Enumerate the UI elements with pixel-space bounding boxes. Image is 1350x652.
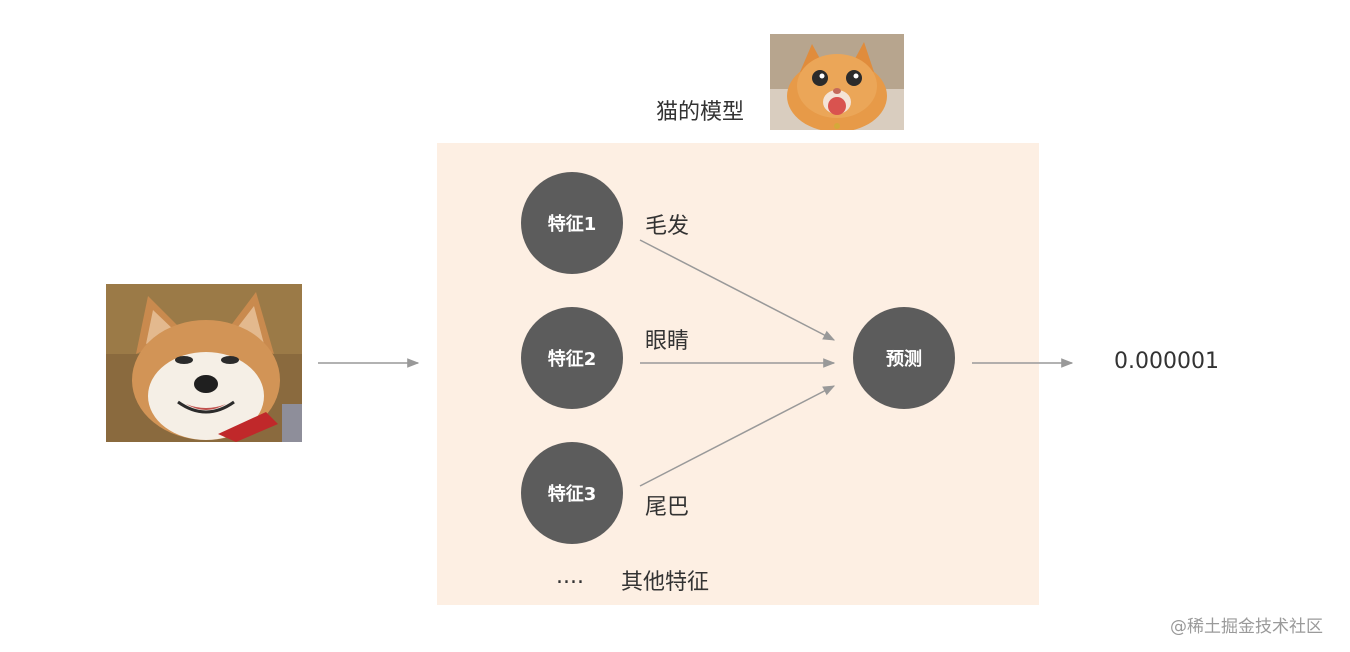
more-features-label: 其他特征: [621, 570, 710, 595]
cat-photo-icon: [770, 34, 904, 130]
feature-label-3: 尾巴: [645, 495, 690, 520]
dog-photo-icon: [106, 284, 302, 442]
feature3-arrow: [639, 385, 836, 487]
feature-label-1: 毛发: [645, 214, 690, 239]
feature-node-1: 特征1: [521, 172, 623, 274]
feature1-arrow: [639, 239, 836, 341]
predict-node: 预测: [853, 307, 955, 409]
feature-label-2: 眼睛: [645, 329, 690, 354]
watermark: @稀土掘金技术社区: [1170, 617, 1323, 637]
output-value: 0.000001: [1114, 349, 1219, 374]
more-features-dots: ....: [556, 564, 584, 589]
model-title: 猫的模型: [656, 100, 745, 125]
cat-image: [770, 34, 904, 130]
feature-node-3: 特征3: [521, 442, 623, 544]
feature-node-2: 特征2: [521, 307, 623, 409]
dog-image: [106, 284, 302, 442]
